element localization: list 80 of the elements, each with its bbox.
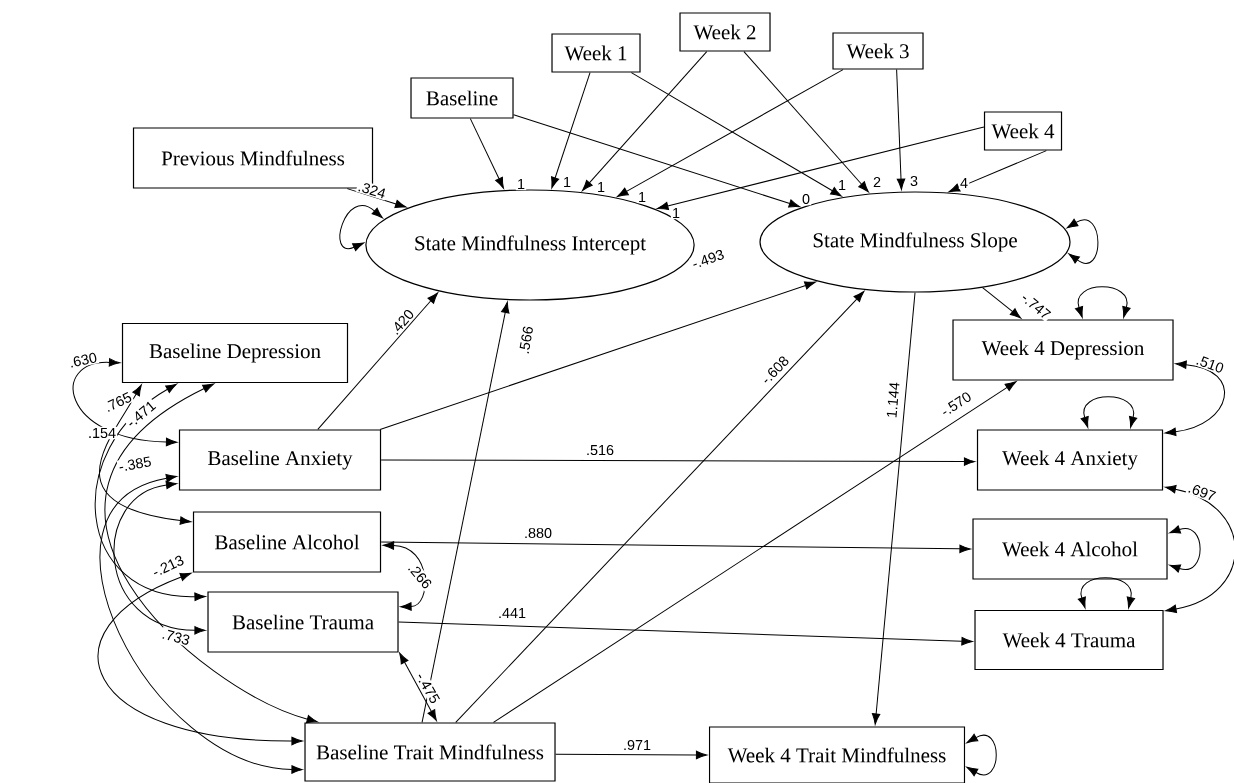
arrow xyxy=(398,621,973,646)
edge-label: .324 xyxy=(355,179,389,201)
edge-label: 0 xyxy=(800,192,812,206)
edge-label: 4 xyxy=(958,176,970,190)
variable-box: Week 1 xyxy=(551,33,641,73)
curved-arrow xyxy=(382,541,426,611)
edge-label: .516 xyxy=(584,443,616,457)
arrow xyxy=(555,750,708,760)
variable-box: Baseline Anxiety xyxy=(178,429,382,491)
edge-label: 1 xyxy=(836,178,848,192)
edge-label: .733 xyxy=(159,627,193,648)
edge-label: .566 xyxy=(517,323,535,357)
curved-arrow xyxy=(99,474,303,774)
variable-box: Baseline Alcohol xyxy=(192,511,382,573)
curved-arrow xyxy=(97,572,303,746)
edge-label: 1 xyxy=(561,175,573,189)
variance-loop xyxy=(1077,577,1136,609)
variable-box: Week 4 Depression xyxy=(952,319,1174,381)
edge-label: -.385 xyxy=(116,454,154,474)
arrow xyxy=(380,541,971,554)
arrow xyxy=(657,126,985,211)
variable-box: Week 4 xyxy=(983,111,1063,151)
edge-label: 3 xyxy=(908,174,920,188)
edge-label: .880 xyxy=(522,526,554,540)
variance-loop xyxy=(1074,286,1131,318)
arrow xyxy=(379,281,816,430)
arrow xyxy=(399,652,437,721)
variance-loop xyxy=(1080,396,1138,428)
variable-box: Week 4 Anxiety xyxy=(976,429,1164,491)
edge-label: 2 xyxy=(871,175,883,189)
arrow xyxy=(896,69,906,190)
curved-arrow xyxy=(1164,360,1225,437)
arrow xyxy=(380,457,976,466)
variance-loop xyxy=(966,733,997,777)
variable-box: Week 2 xyxy=(679,12,771,52)
curved-arrow xyxy=(1164,484,1234,614)
arrow xyxy=(346,188,407,208)
edge-label: 1 xyxy=(515,177,527,191)
edge-label: -.570 xyxy=(937,389,975,419)
variable-box: Week 3 xyxy=(832,32,924,70)
edge-label: .697 xyxy=(1185,480,1219,504)
arrow xyxy=(455,291,865,723)
edge-label: -.493 xyxy=(689,247,727,271)
edge-label: -.213 xyxy=(149,552,187,580)
edge-label: -.747 xyxy=(1018,289,1054,323)
edge-label: .154 xyxy=(86,426,118,440)
edge-label: 1 xyxy=(636,190,648,204)
variable-box: Baseline Depression xyxy=(121,322,349,384)
variance-loop xyxy=(1066,218,1099,264)
arrow xyxy=(948,150,1047,193)
edge-label: .971 xyxy=(621,738,653,752)
variable-box: Week 4 Trauma xyxy=(974,609,1164,671)
arrow xyxy=(421,301,510,723)
arrow xyxy=(493,381,1017,723)
edge-label: .630 xyxy=(66,350,100,370)
curved-arrow xyxy=(72,358,178,447)
arrow xyxy=(871,292,916,725)
variable-box: Baseline Trait Mindfulness xyxy=(304,722,556,782)
arrow xyxy=(469,118,504,189)
variable-box: Baseline xyxy=(410,77,514,119)
edge-label: .510 xyxy=(1193,352,1227,376)
variable-box: Week 4 Alcohol xyxy=(972,518,1168,580)
edge-label: .441 xyxy=(496,606,528,620)
edge-label: 1.144 xyxy=(885,380,901,420)
variable-box: Week 4 Trait Mindfulness xyxy=(708,726,966,783)
arrow xyxy=(982,287,1022,319)
arrow xyxy=(551,72,591,189)
curved-arrow xyxy=(99,384,192,525)
curved-arrow xyxy=(113,480,206,635)
curved-arrow xyxy=(104,383,318,724)
arrow xyxy=(317,292,439,430)
arrow xyxy=(513,114,801,208)
variance-loop xyxy=(339,205,383,252)
edge-label: .266 xyxy=(405,560,435,592)
arrow xyxy=(743,51,869,193)
curved-arrow xyxy=(95,383,206,601)
arrow xyxy=(582,51,708,191)
variable-box: Baseline Trauma xyxy=(207,591,399,653)
variance-loop xyxy=(1169,525,1201,573)
edge-label: 1 xyxy=(670,206,682,220)
